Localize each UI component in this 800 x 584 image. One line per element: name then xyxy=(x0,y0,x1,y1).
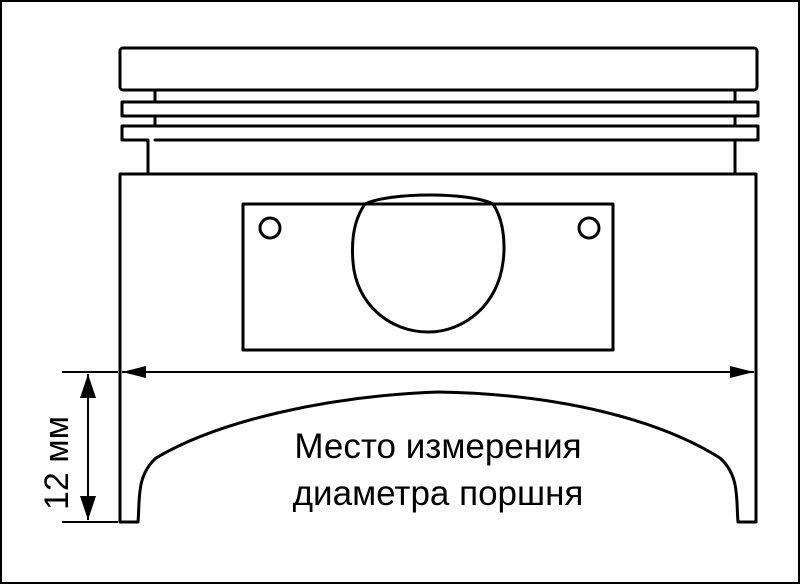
pin-boss-plate xyxy=(241,202,615,352)
ring-lands xyxy=(120,88,760,176)
height-dimension: 12 мм xyxy=(38,371,118,523)
piston-crown xyxy=(118,46,759,92)
piston-skirt xyxy=(118,172,758,524)
boss-hole-left xyxy=(258,216,282,240)
ring-land-left xyxy=(120,88,157,176)
diameter-arrow-left xyxy=(122,366,146,378)
diameter-arrow-right xyxy=(730,366,754,378)
dim-arrow-top xyxy=(80,374,96,398)
dimension-label: 12 мм xyxy=(38,416,76,510)
diameter-measurement-line xyxy=(122,366,754,378)
dim-arrow-bottom xyxy=(80,496,96,520)
caption-line-2: диаметра поршня xyxy=(293,474,584,513)
piston-pin xyxy=(351,193,506,334)
boss-hole-right xyxy=(577,216,601,240)
caption-line-1: Место измерения xyxy=(294,427,581,466)
ring-land-right xyxy=(733,88,760,176)
